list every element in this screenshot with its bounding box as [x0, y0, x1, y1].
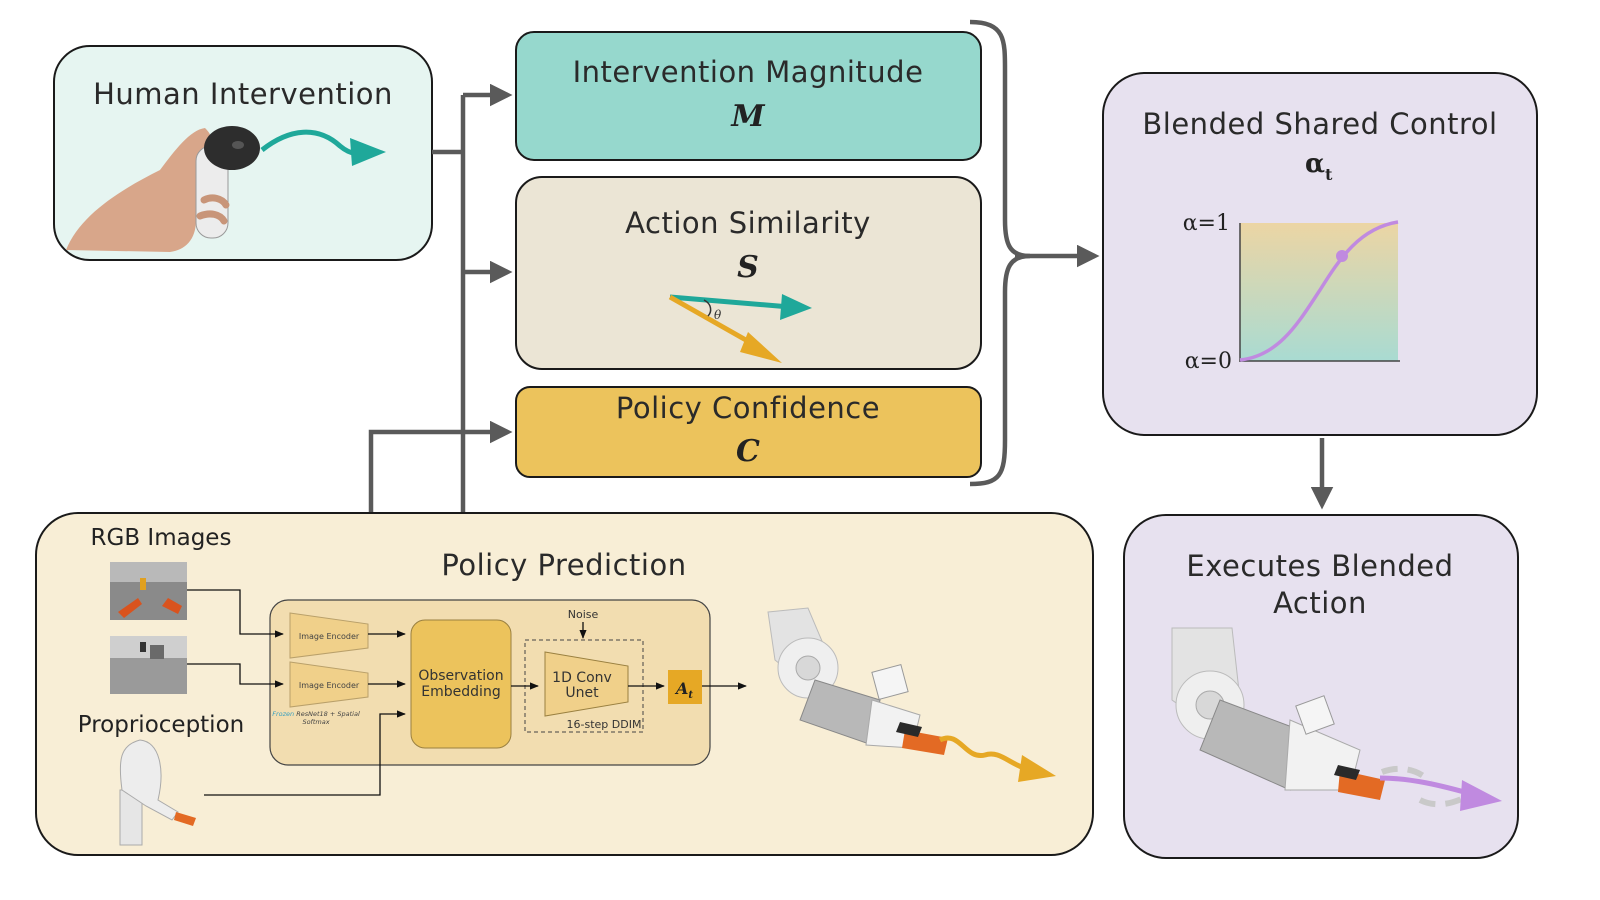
svg-text:Unet: Unet [565, 685, 599, 701]
robot-arm-policy-icon [767, 607, 948, 755]
image-encoder-2 [289, 661, 369, 708]
svg-text:Embedding: Embedding [421, 684, 500, 700]
combine-brace [969, 19, 1031, 487]
human-intervention-title: Human Intervention [93, 77, 393, 111]
unet-block [544, 651, 629, 717]
magnitude-symbol: M [730, 99, 765, 134]
rgb-image-2 [110, 636, 187, 694]
policy-confidence-title: Policy Confidence [616, 391, 880, 425]
alpha-curve [1239, 220, 1399, 362]
model-wiring [187, 589, 747, 796]
svg-text:Observation: Observation [418, 668, 503, 684]
intervention-magnitude-title: Intervention Magnitude [573, 55, 924, 89]
action-similarity-title: Action Similarity [625, 206, 871, 240]
angle-label: θ [714, 308, 722, 322]
image-encoder-1 [289, 612, 369, 659]
action-similarity-box: Action Similarity S θ [515, 176, 982, 370]
policy-action-arrow [938, 735, 1031, 773]
alpha-axis-bottom: α=0 [1185, 349, 1232, 374]
svg-text:Image Encoder: Image Encoder [299, 681, 360, 690]
executes-title-line1: Executes Blended [1186, 549, 1453, 583]
action-symbol: At [674, 679, 693, 701]
alpha-axis-top: α=1 [1183, 211, 1230, 236]
proprioception-robot-icon [119, 739, 196, 846]
svg-text:Softmax: Softmax [302, 718, 329, 726]
similarity-symbol: S [737, 250, 759, 285]
ghost-trajectory [1380, 765, 1472, 808]
policy-prediction-title: Policy Prediction [441, 548, 686, 582]
hand-controller-icon [66, 126, 260, 252]
policy-prediction-panel: Policy Prediction RGB Images Propriocept… [35, 512, 1094, 856]
policy-confidence-box: Policy Confidence C [515, 386, 982, 478]
intervention-magnitude-box: Intervention Magnitude M [515, 31, 982, 161]
alpha-current-point [1336, 250, 1348, 262]
ddim-label: 16-step DDIM [567, 718, 642, 731]
human-intervention-box: Human Intervention [53, 45, 433, 261]
action-output-block [668, 670, 702, 704]
blended-shared-control-box: Blended Shared Control αt α=1 α=0 [1102, 72, 1538, 436]
human-vector-arrow [669, 294, 791, 310]
alpha-t-symbol: αt [1305, 149, 1333, 184]
executes-title-line2: Action [1273, 586, 1367, 620]
proprioception-label: Proprioception [78, 712, 244, 738]
frozen-resnet-label: Frozen ResNet18 + Spatial [272, 710, 360, 718]
rgb-images-label: RGB Images [91, 525, 232, 551]
svg-text:Image Encoder: Image Encoder [299, 632, 360, 641]
robot-arm-executing-icon [1171, 627, 1385, 800]
blended-title: Blended Shared Control [1142, 107, 1497, 141]
rgb-image-1 [110, 562, 187, 620]
svg-text:1D Conv: 1D Conv [552, 670, 612, 686]
confidence-symbol: C [736, 434, 760, 469]
executes-blended-action-box: Executes Blended Action [1123, 514, 1519, 859]
noise-label: Noise [568, 608, 599, 621]
observation-embedding-block [410, 619, 512, 749]
